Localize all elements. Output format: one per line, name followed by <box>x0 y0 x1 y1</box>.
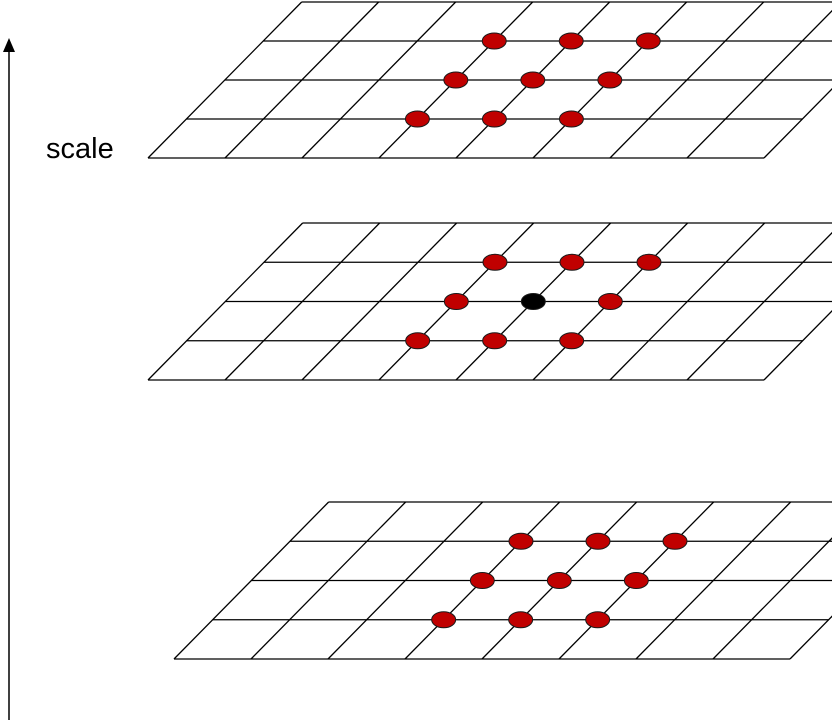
neighbor-dot <box>520 71 546 89</box>
grid-column-line <box>250 501 407 660</box>
grid-column-line <box>763 310 832 381</box>
grid-column-line <box>301 222 458 381</box>
neighbor-dot <box>481 110 507 128</box>
grid-column-line <box>147 222 304 381</box>
grid-column-line <box>609 222 766 381</box>
neighbor-dot <box>558 32 584 50</box>
neighbor-dot <box>559 332 585 350</box>
neighbor-dot <box>469 572 495 589</box>
neighbor-dot <box>636 253 662 271</box>
scale-axis-arrowhead <box>3 38 15 52</box>
neighbor-dot <box>482 332 508 350</box>
neighbor-dot <box>585 532 611 550</box>
lower-scale-layer <box>173 501 832 660</box>
neighbor-dot <box>404 110 430 128</box>
upper-scale-layer <box>147 1 832 159</box>
grid-layers <box>147 1 832 660</box>
neighbor-dot <box>481 32 507 50</box>
grid-column-line <box>712 537 832 660</box>
neighbor-dot <box>405 332 431 350</box>
neighbor-dot <box>508 532 534 550</box>
neighbor-dot <box>623 572 649 589</box>
neighbor-dot <box>597 293 623 310</box>
center-sample-dot <box>520 293 546 310</box>
grid-column-line <box>224 222 381 381</box>
grid-column-line <box>763 88 832 159</box>
neighbor-dot <box>597 71 623 89</box>
grid-column-line <box>301 1 457 159</box>
neighbor-dot <box>431 611 457 629</box>
neighbor-dot <box>546 572 572 589</box>
grid-column-line <box>173 501 330 660</box>
neighbor-dot <box>482 253 508 271</box>
neighbor-dot <box>559 253 585 271</box>
neighbor-dot <box>585 611 611 629</box>
neighbor-dot <box>508 611 534 629</box>
grid-column-line <box>147 1 303 159</box>
grid-column-line <box>789 615 832 660</box>
grid-column-line <box>635 501 792 660</box>
neighbor-dot <box>662 532 688 550</box>
grid-column-line <box>327 501 484 660</box>
current-scale-layer <box>147 222 832 381</box>
neighbor-dot <box>443 293 469 310</box>
grid-column-line <box>609 1 765 159</box>
grid-column-line <box>686 231 832 381</box>
grid-column-line <box>686 9 832 159</box>
neighbor-dot <box>558 110 584 128</box>
neighbor-dot <box>443 71 469 89</box>
neighbor-dot <box>635 32 661 50</box>
scale-axis-label: scale <box>46 133 114 165</box>
grid-column-line <box>224 1 380 159</box>
